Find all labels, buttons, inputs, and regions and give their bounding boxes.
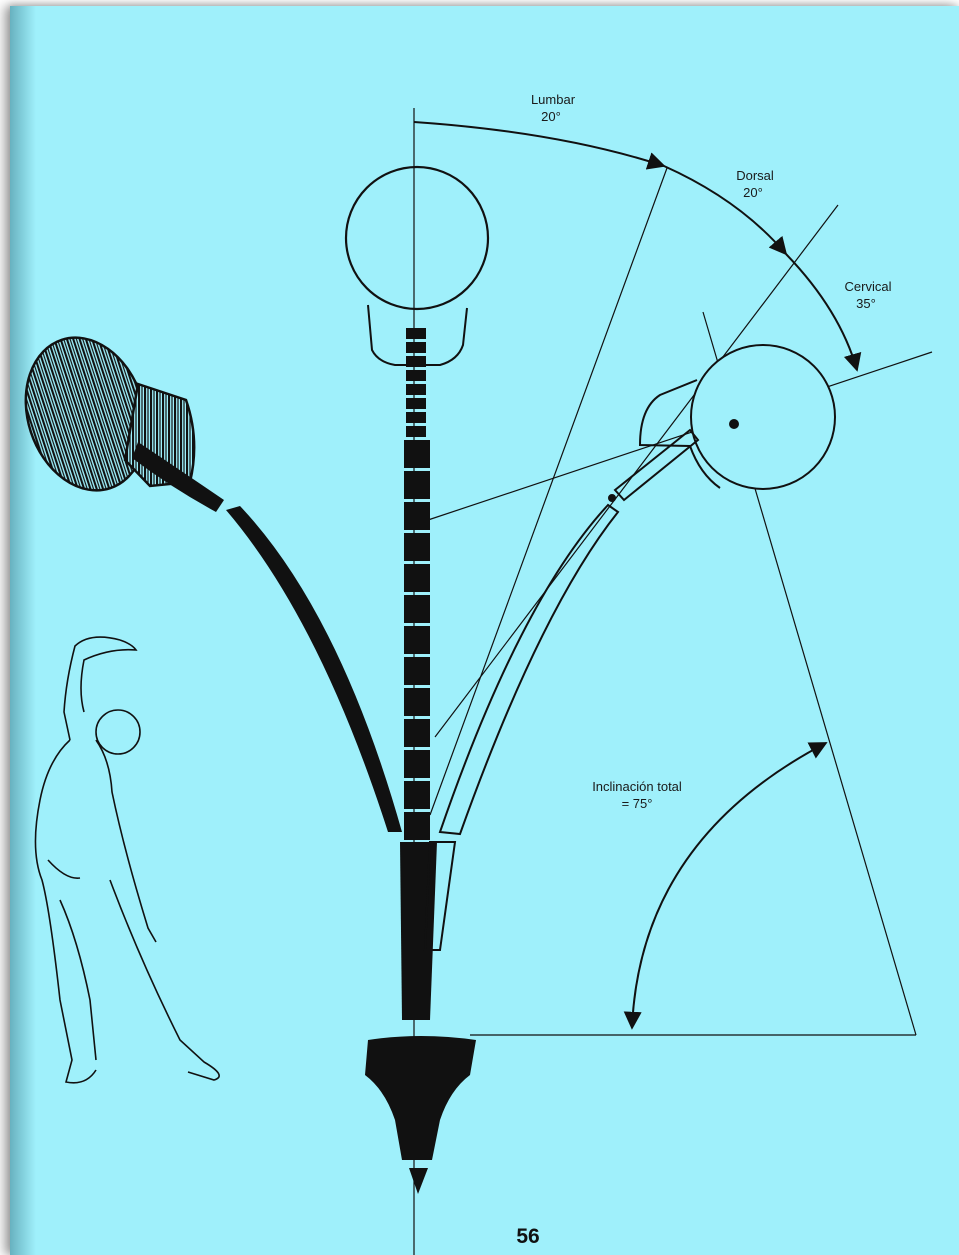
vertebra bbox=[404, 812, 430, 840]
right-bent-spine bbox=[425, 345, 835, 950]
upright-spine bbox=[346, 167, 488, 1194]
vertebra bbox=[404, 471, 430, 499]
vertebra bbox=[404, 564, 430, 592]
dorsal-label: Dorsal bbox=[736, 168, 774, 183]
dorsal-angle: 20° bbox=[743, 185, 763, 200]
vertebra bbox=[404, 750, 430, 778]
vertebra bbox=[406, 370, 426, 381]
left-bent-spine bbox=[7, 322, 402, 832]
vertebra bbox=[404, 595, 430, 623]
neck-axis-point bbox=[609, 495, 615, 501]
labels: Lumbar 20° Dorsal 20° Cervical 35° Incli… bbox=[516, 92, 891, 1248]
upright-skull bbox=[346, 167, 488, 309]
lumbar-axis-line bbox=[430, 168, 667, 815]
page-number: 56 bbox=[516, 1225, 539, 1248]
vertebra bbox=[404, 719, 430, 747]
vertebra bbox=[404, 502, 430, 530]
upright-thoracolumbar-vertebrae bbox=[404, 440, 430, 840]
cervical-angle: 35° bbox=[856, 296, 876, 311]
cervical-axis-line bbox=[428, 352, 932, 520]
vertebra bbox=[406, 384, 426, 395]
vertebra bbox=[406, 398, 426, 409]
vertebra bbox=[406, 356, 426, 367]
lumbar-arc bbox=[414, 122, 664, 166]
cervical-label: Cervical bbox=[845, 279, 892, 294]
vertebra bbox=[404, 781, 430, 809]
vertebra bbox=[406, 328, 426, 339]
vertebra bbox=[404, 688, 430, 716]
right-skull bbox=[691, 345, 835, 489]
sacrum-upper bbox=[400, 842, 437, 1020]
angle-arcs bbox=[414, 122, 857, 1028]
pelvis-sacrum bbox=[365, 1036, 476, 1160]
vertebra bbox=[404, 657, 430, 685]
vertebra bbox=[406, 342, 426, 353]
lumbar-angle: 20° bbox=[541, 109, 561, 124]
vertebra bbox=[404, 440, 430, 468]
total-inclination-value: = 75° bbox=[622, 796, 653, 811]
bending-figure-illustration bbox=[35, 637, 219, 1083]
lumbar-label: Lumbar bbox=[531, 92, 576, 107]
upright-cervical-vertebrae bbox=[406, 328, 426, 437]
vertebra bbox=[406, 426, 426, 437]
total-inclination-label: Inclinación total bbox=[592, 779, 682, 794]
vertebra bbox=[404, 626, 430, 654]
head-axis-point bbox=[730, 420, 738, 428]
vertebra bbox=[406, 412, 426, 423]
left-thoracolumbar-segment bbox=[226, 506, 402, 832]
vertebra bbox=[404, 533, 430, 561]
right-cervical-segment bbox=[615, 430, 698, 500]
coccyx bbox=[409, 1168, 428, 1194]
